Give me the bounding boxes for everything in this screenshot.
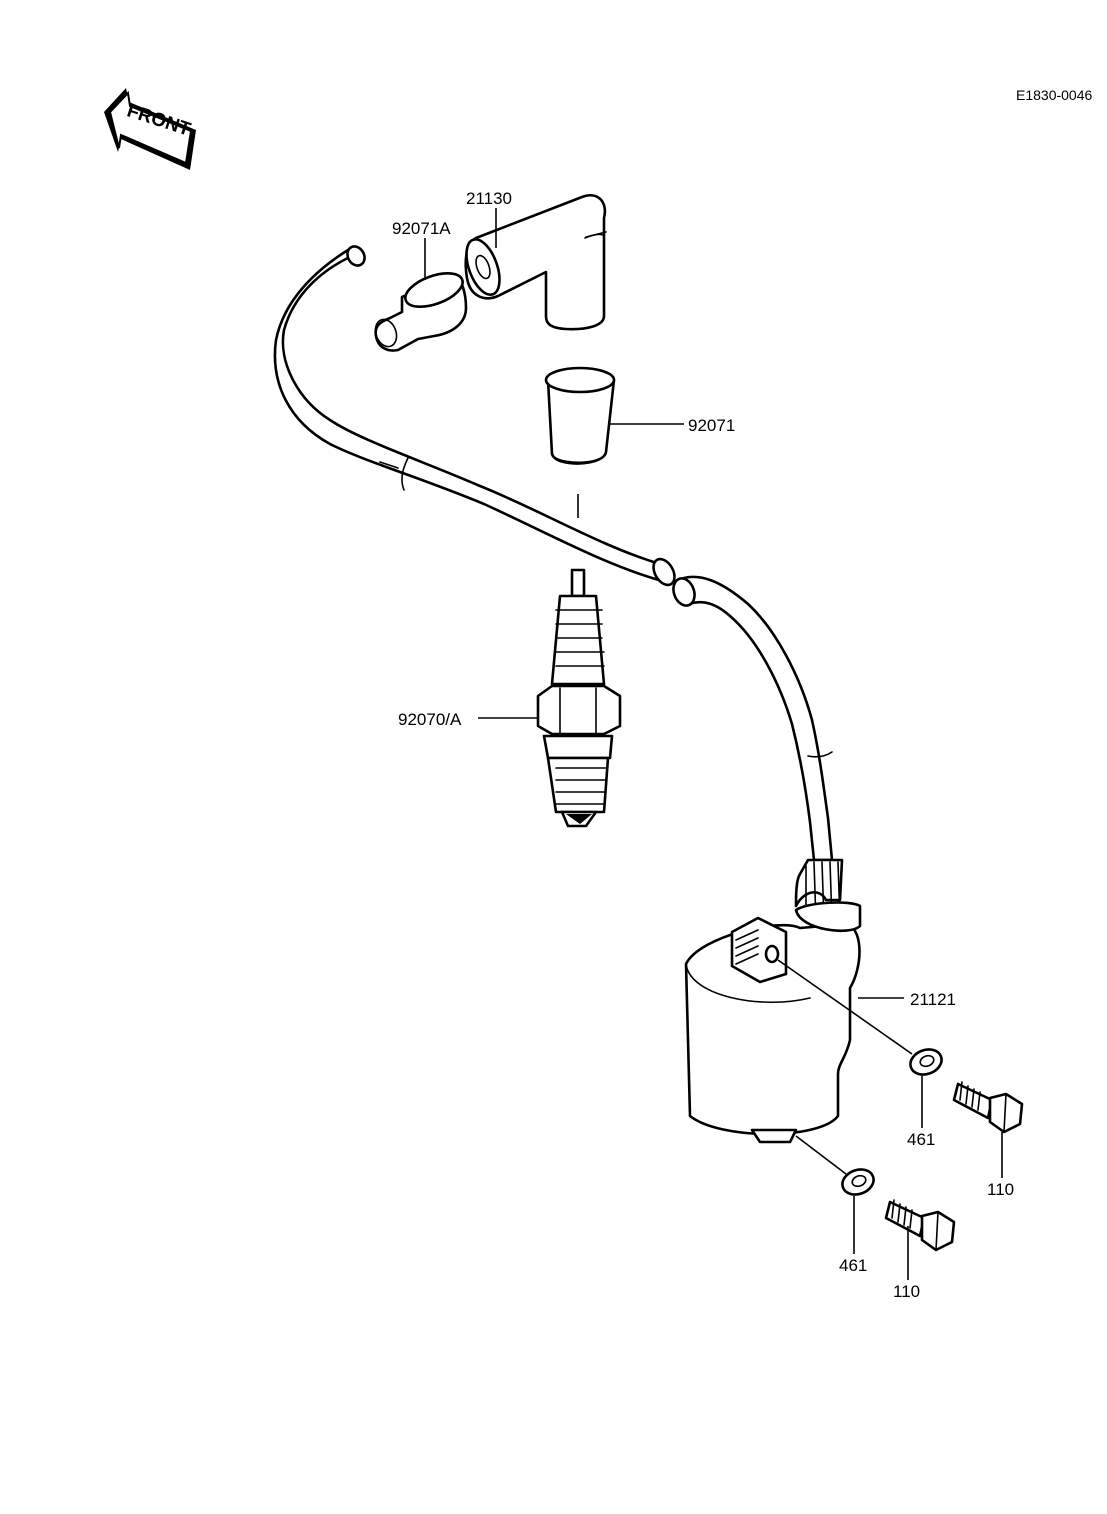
washer-upper [909, 1048, 943, 1076]
callout-92071a: 92071A [392, 219, 451, 238]
callout-110-upper: 110 [987, 1180, 1015, 1199]
callout-92071: 92071 [688, 416, 736, 435]
bolt-lower [884, 1199, 956, 1252]
leader-bolt-axis-lower [795, 1135, 847, 1175]
callout-21121: 21121 [910, 990, 957, 1009]
callout-461-upper: 461 [907, 1130, 936, 1149]
spark-plug [536, 568, 622, 828]
washer-lower [841, 1168, 875, 1196]
leader-bolt-axis-upper [777, 959, 913, 1055]
ht-lead-lower [672, 575, 834, 862]
callout-21130: 21130 [466, 189, 513, 208]
cap-seal-lower [544, 366, 616, 465]
front-arrow-icon: FRONT [104, 88, 196, 170]
ignition-coil [684, 858, 862, 1144]
callout-110-lower: 110 [893, 1282, 921, 1301]
callout-92070a: 92070/A [398, 710, 462, 729]
callout-461-lower: 461 [839, 1256, 868, 1275]
cap-seal-upper [374, 272, 468, 352]
ht-lead-upper [273, 245, 676, 587]
spark-plug-cap [464, 194, 607, 331]
diagram-code: E1830-0046 [1016, 87, 1093, 103]
bolt-upper [952, 1081, 1024, 1134]
